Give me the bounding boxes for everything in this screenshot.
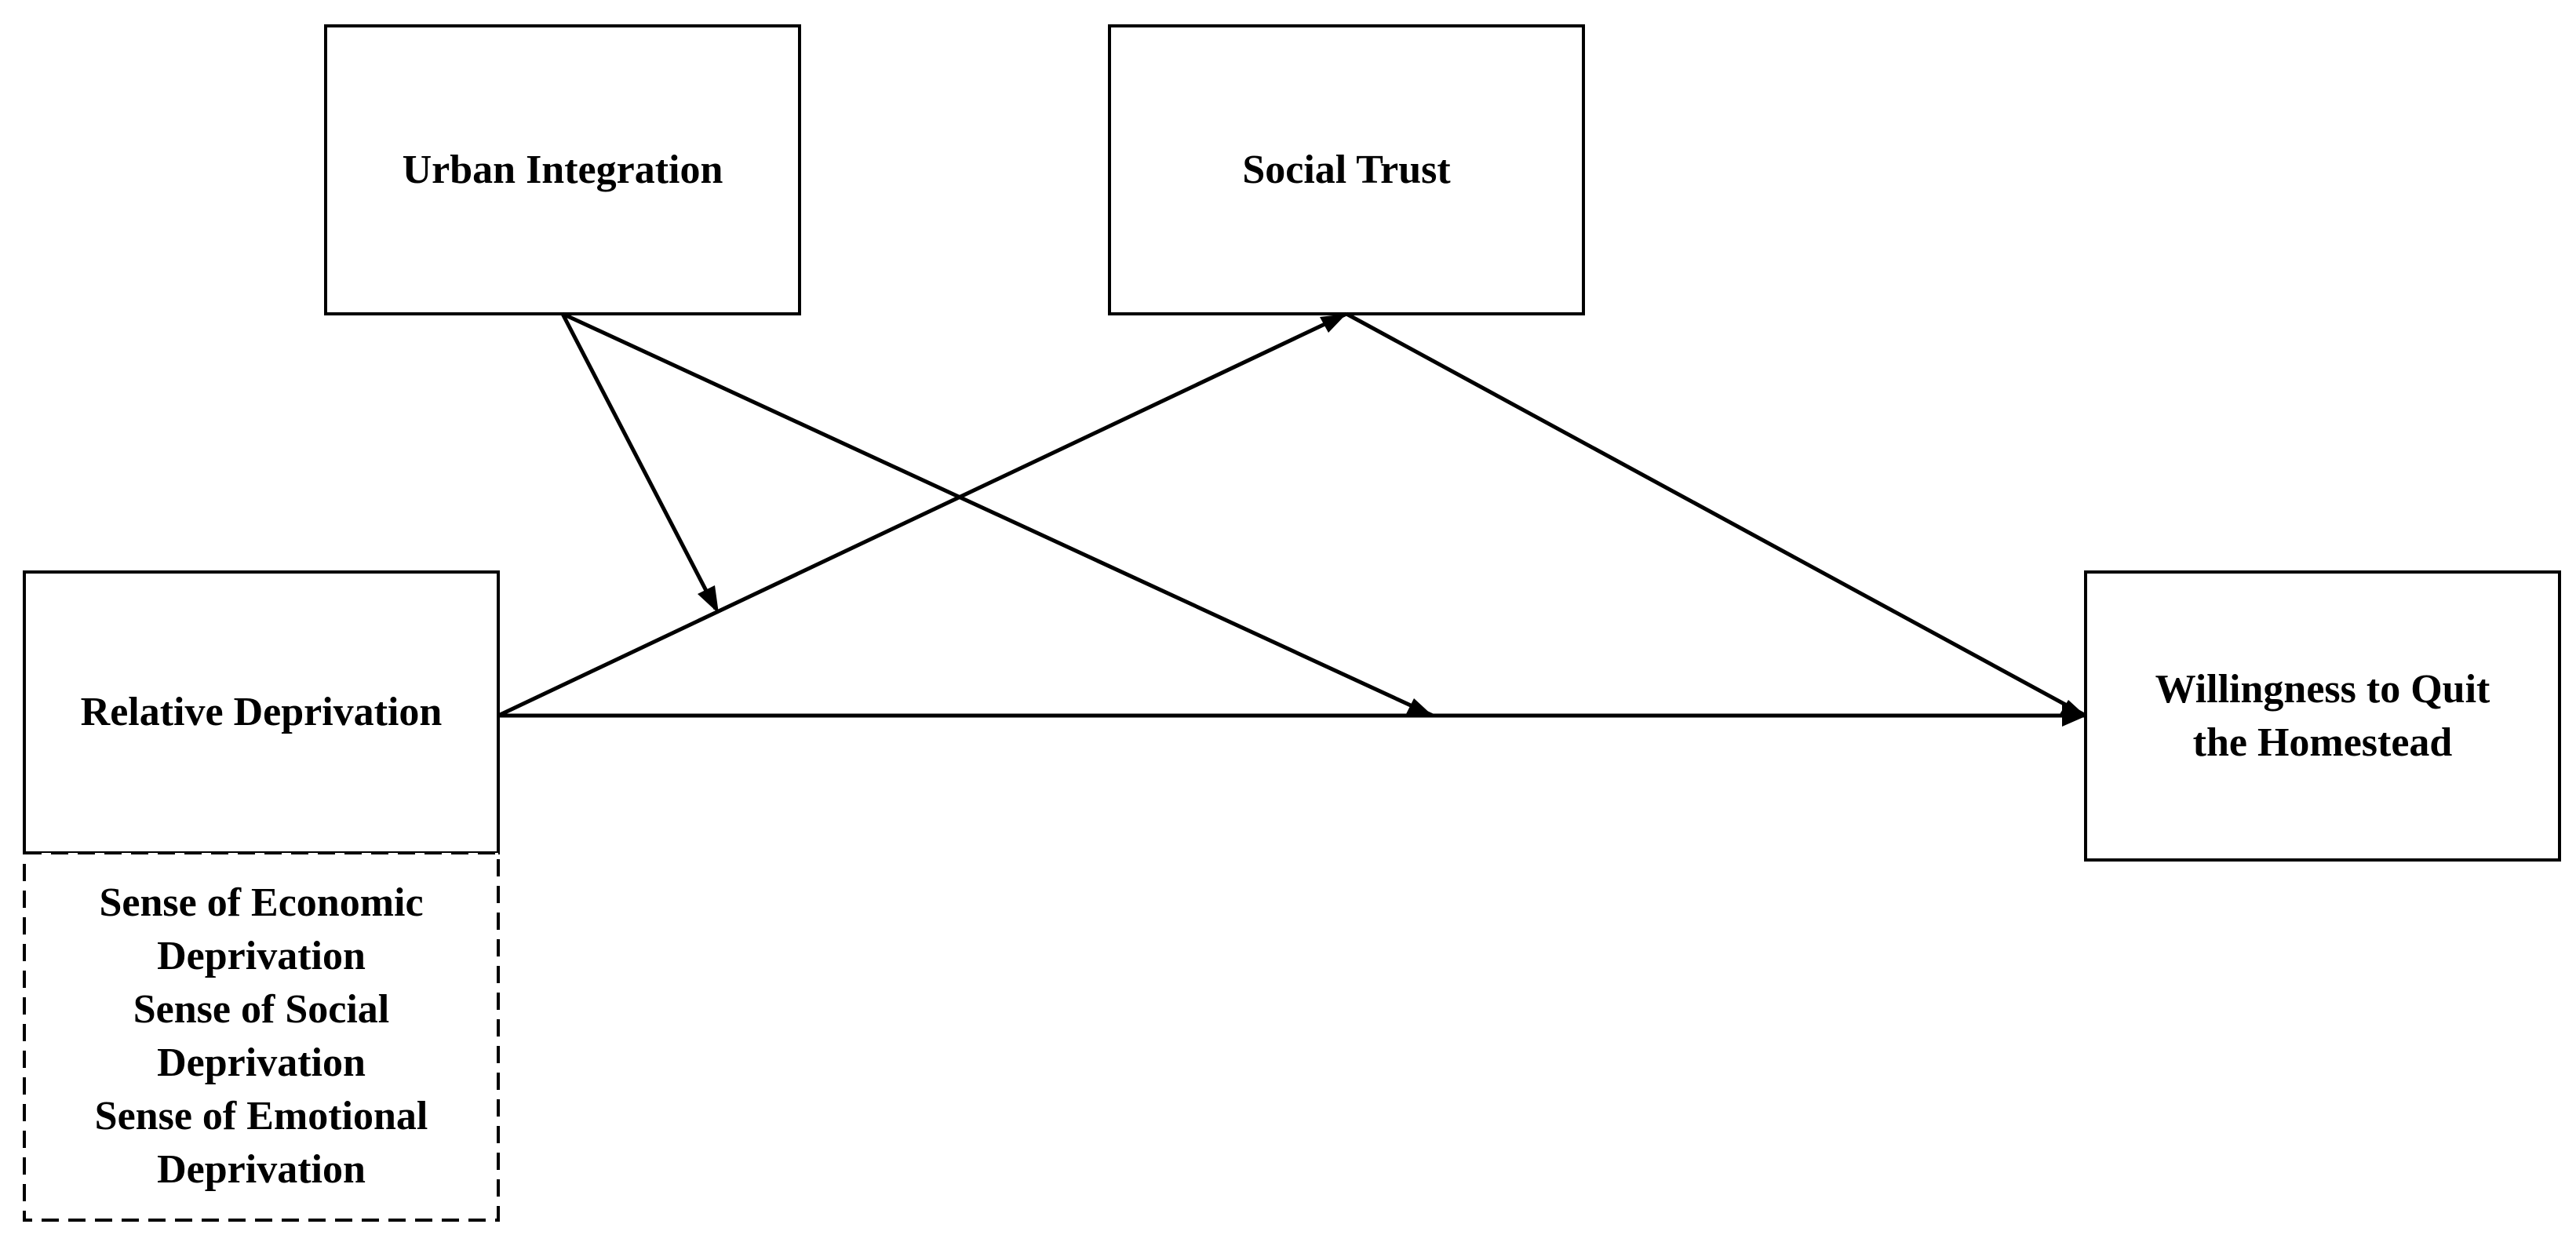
social-trust-box: [1108, 24, 1585, 315]
dimension-social-line2: Deprivation: [157, 1040, 366, 1085]
edges: [497, 312, 2087, 727]
willingness-box: [2084, 570, 2561, 862]
edge-urban-integration-moderation-1: [560, 312, 718, 610]
arrowhead-moderation-1: [698, 585, 719, 614]
edge-urban-integration-moderation-2: [561, 312, 1434, 718]
arrowhead-moderation-2: [1406, 698, 1434, 717]
deprivation-dimensions-box: [23, 851, 500, 1222]
deprivation-dimensions-label: Sense of Economic Deprivation Sense of S…: [24, 853, 498, 1220]
willingness-label-line1: Willingness to Quit: [2155, 666, 2490, 712]
urban-integration-label: Urban Integration: [402, 147, 723, 192]
relative-deprivation-label: Relative Deprivation: [80, 690, 443, 734]
dimension-emotional-line2: Deprivation: [157, 1147, 366, 1192]
edge-social-trust-to-willingness: [1345, 312, 2087, 718]
dimension-economic-line1: Sense of Economic: [99, 880, 424, 925]
edge-relative-deprivation-to-social-trust: [497, 312, 1348, 718]
dimension-emotional-line1: Sense of Emotional: [94, 1094, 428, 1139]
relative-deprivation-box: [23, 570, 500, 854]
willingness-label-line2: the Homestead: [2192, 720, 2453, 765]
urban-integration-box: [324, 24, 801, 315]
willingness-label: Willingness to Quit the Homestead: [2086, 572, 2560, 860]
dimension-social-line1: Sense of Social: [133, 987, 390, 1032]
dimension-economic-line2: Deprivation: [157, 934, 366, 978]
arrowhead-willingness-mediated: [2059, 700, 2087, 717]
arrowhead-social-trust: [1320, 314, 1346, 333]
social-trust-label: Social Trust: [1242, 147, 1451, 192]
